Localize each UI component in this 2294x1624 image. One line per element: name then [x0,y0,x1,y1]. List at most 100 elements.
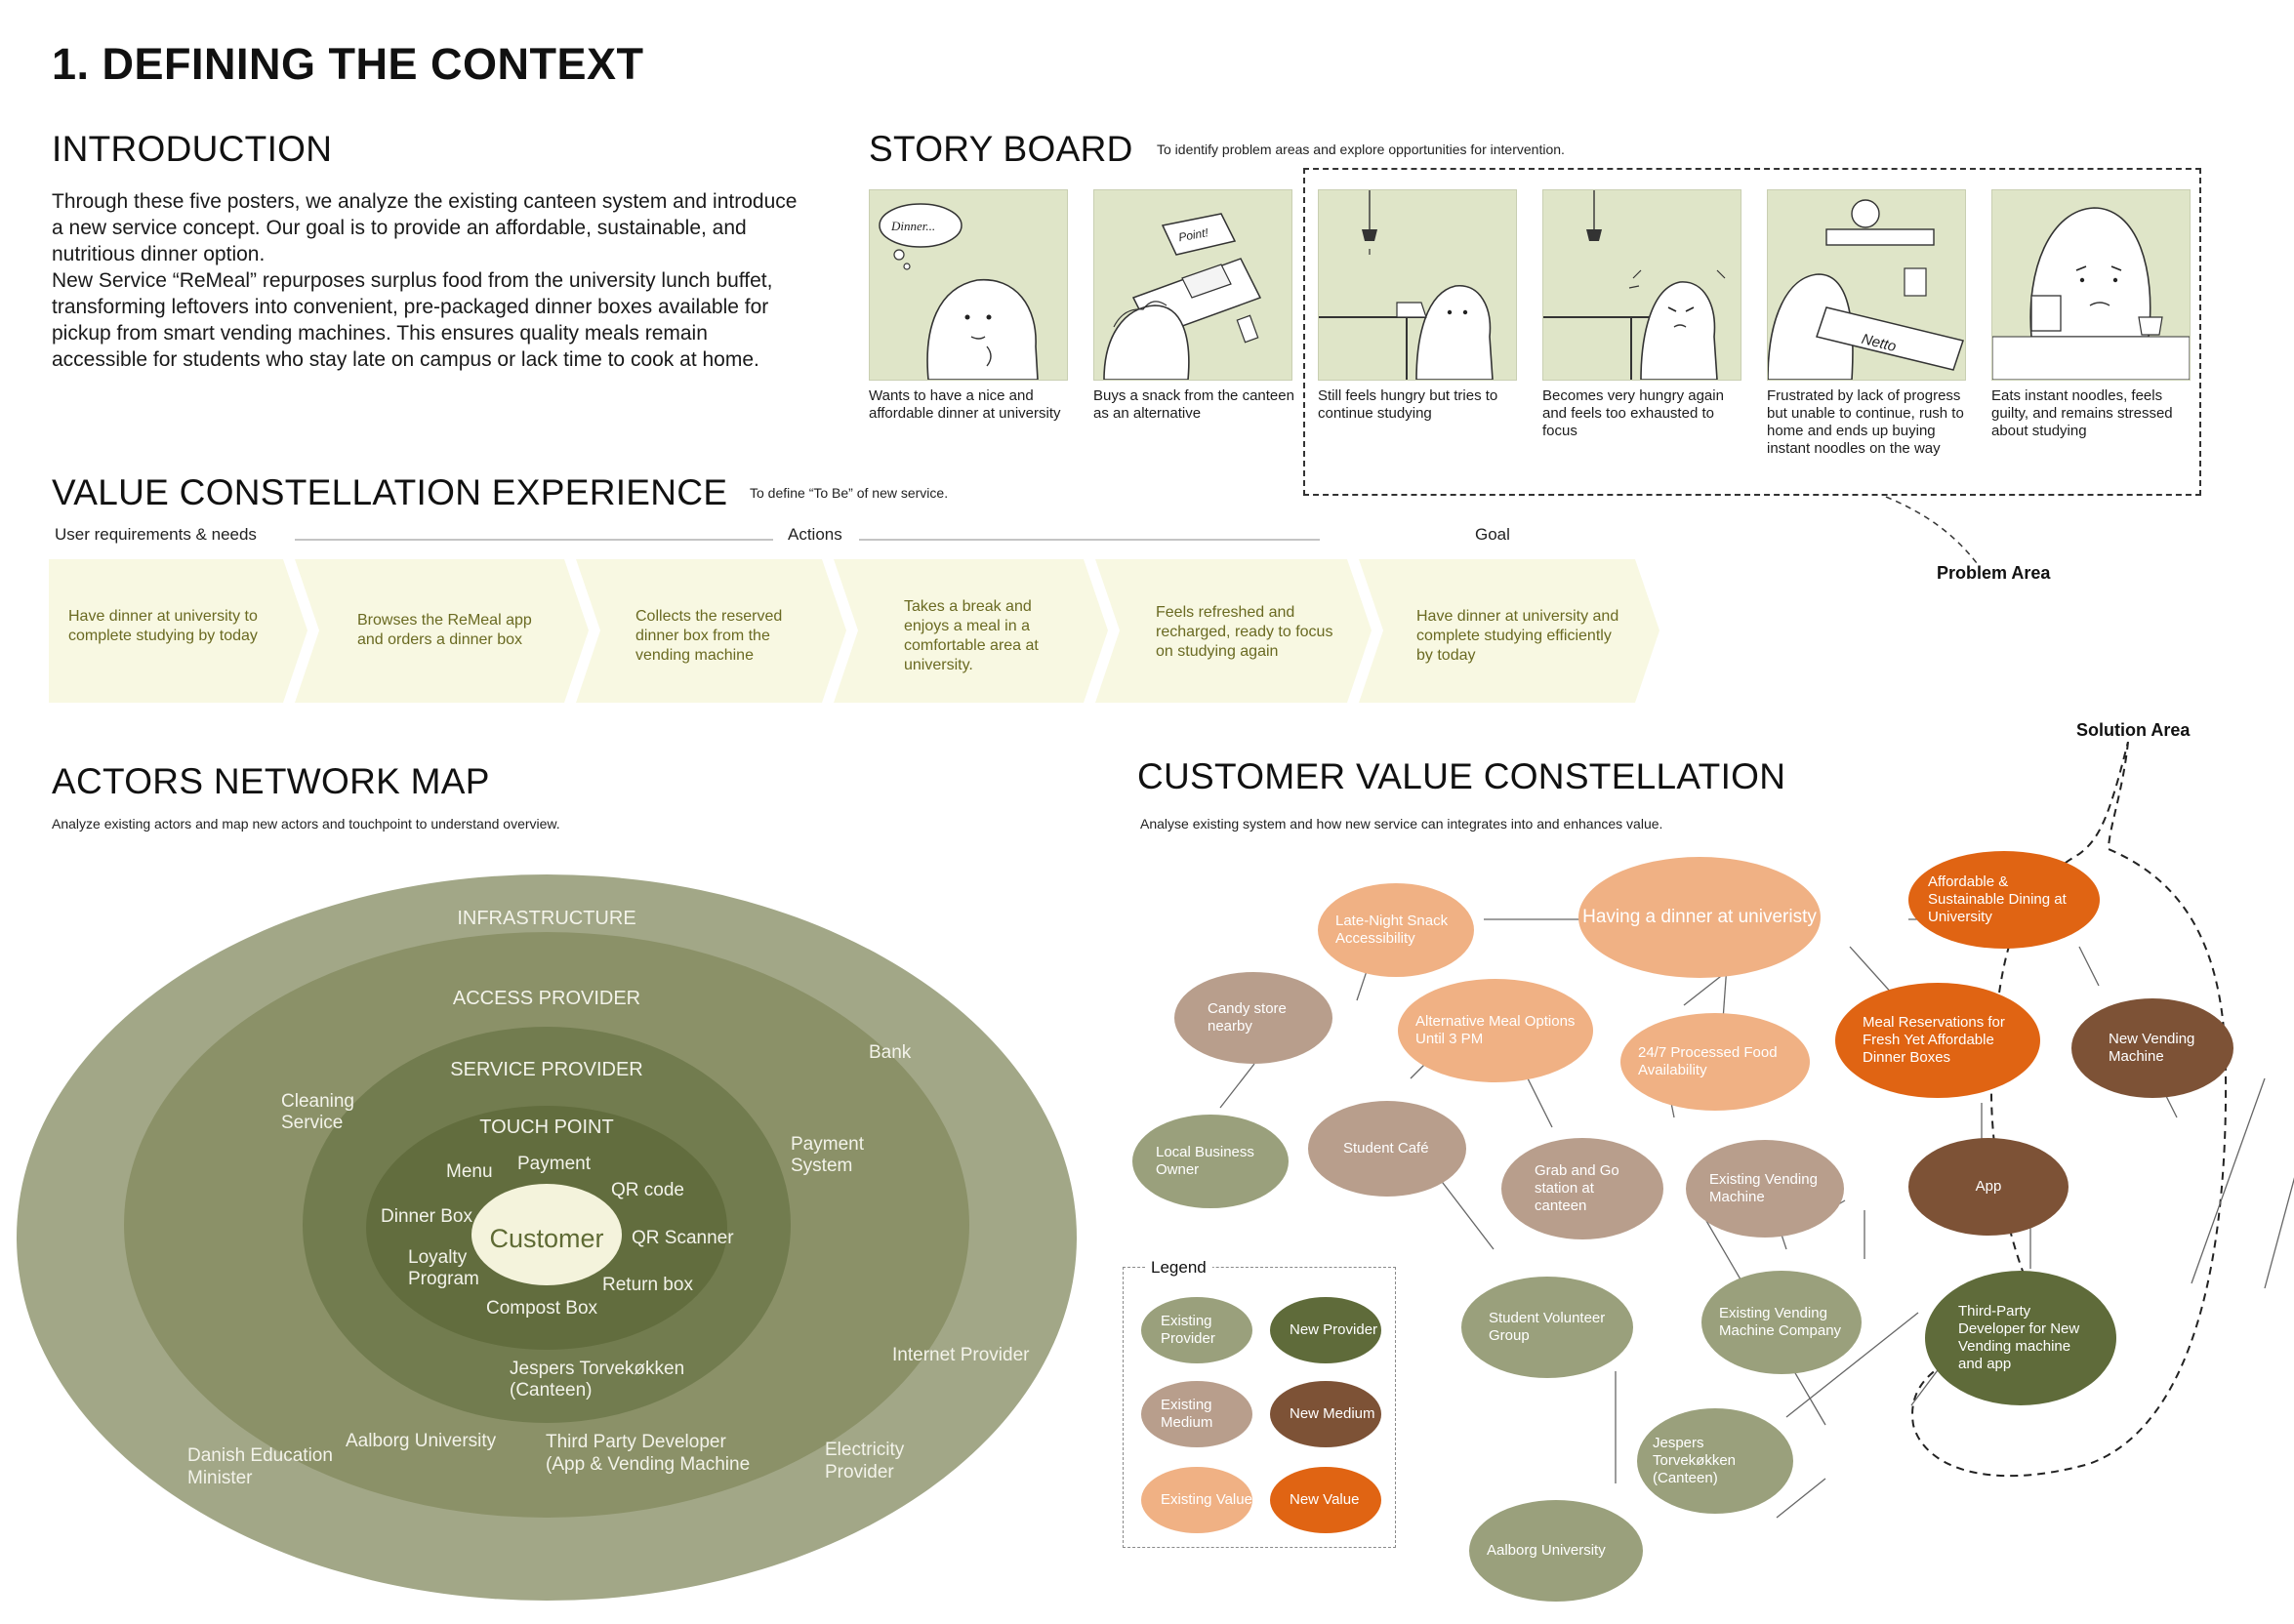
node-having-dinner: Having a dinner at univeristy [1578,857,1821,978]
touchpoint-compost-box: Compost Box [486,1298,598,1319]
touchpoint-payment: Payment [517,1154,591,1174]
actors-map-heading: ACTORS NETWORK MAP [52,761,490,801]
legend-existing-medium: Existing Medium [1141,1381,1252,1447]
customer-center [471,1184,622,1285]
node-app: App [1908,1138,2069,1236]
node-alternative-meal: Alternative Meal Options Until 3 PM [1398,979,1593,1082]
panel-2-sign-text: Point! [1177,225,1209,244]
problem-area-label: Problem Area [1937,563,2051,583]
access-aalborg-university: Aalborg University [346,1431,497,1451]
introduction-paragraph-2: New Service “ReMeal” repurposes surplus … [52,269,773,371]
flow-step-4: Takes a break and enjoys a meal in a com… [904,598,1039,673]
flow-chevron-6 [1359,559,1659,703]
panel-6-illustration [1991,207,2191,381]
flow-chevron-4 [834,559,1108,703]
flow-step-6: Have dinner at university and complete s… [1416,608,1619,664]
node-new-vending-machine: New Vending Machine [2071,998,2233,1098]
node-student-cafe: Student Café [1308,1101,1466,1197]
legend-box: Legend Existing Provider New Provider Ex… [1123,1258,1396,1548]
ring-label-infrastructure: INFRASTRUCTURE [457,908,636,929]
introduction-paragraph-1: Through these five posters, we analyze t… [52,190,798,265]
flow-label-needs: User requirements & needs [55,525,257,544]
node-grab-and-go: Grab and Go station at canteen [1501,1138,1663,1239]
customer-label: Customer [489,1224,604,1253]
storyboard-caption-4: Becomes very hungry again and feels too … [1542,387,1724,439]
storyboard-panel-1: Dinner... [869,189,1068,381]
touchpoint-qr-scanner: QR Scanner [632,1228,734,1248]
problem-area-frame [1303,168,2201,496]
ring-label-service-provider: SERVICE PROVIDER [450,1059,643,1080]
panel-4-illustration [1543,190,1726,381]
infra-education-minister: Danish Education Minister [187,1445,333,1488]
ring-label-access-provider: ACCESS PROVIDER [452,988,641,1009]
customer-value-subtitle: Analyse existing system and how new serv… [1140,816,1663,832]
panel-3-illustration [1319,190,1494,381]
problem-area-connector [1885,496,1978,564]
legend-new-provider: New Provider [1270,1297,1381,1363]
flow-step-3: Collects the reserved dinner box from th… [635,608,783,664]
panel-2-illustration: Point! [1103,213,1262,381]
flow-chevron-2 [295,559,589,703]
node-vending-machine-company: Existing Vending Machine Company [1701,1271,1862,1374]
storyboard-panel-3 [1318,189,1517,381]
ring-label-touch-point: TOUCH POINT [479,1116,614,1138]
flow-chevron-3 [576,559,846,703]
flow-chevrons [49,559,1659,703]
storyboard-caption-6: Eats instant noodles, feels guilty, and … [1991,387,2173,439]
infra-electricity-provider: Electricity Provider [825,1440,905,1482]
touchpoint-qr-code: QR code [611,1180,684,1200]
introduction-heading: INTRODUCTION [52,129,333,169]
node-third-party-developer: Third-Party Developer for New Vending ma… [1925,1271,2116,1405]
touchpoint-menu: Menu [446,1161,493,1182]
flow-step-2: Browses the ReMeal app and orders a dinn… [357,612,532,648]
value-experience-subtitle: To define “To Be” of new service. [750,485,949,501]
flow-label-goal: Goal [1475,525,1510,544]
panel-1-illustration: Dinner... [879,203,1039,381]
storyboard-caption-2: Buys a snack from the canteen as an alte… [1093,387,1294,422]
node-student-volunteer: Student Volunteer Group [1461,1277,1633,1378]
touchpoint-loyalty-program: Loyalty Program [408,1247,479,1289]
node-aalborg-university: Aalborg University [1469,1500,1643,1602]
touchpoint-dinner-box: Dinner Box [381,1206,472,1227]
node-canteen: Jespers Torvekøkken (Canteen) [1637,1408,1793,1514]
flow-label-actions: Actions [788,525,842,544]
storyboard-caption-3: Still feels hungry but tries to continue… [1318,387,1498,422]
solution-area-label: Solution Area [2076,720,2191,740]
flow-step-1: Have dinner at university to complete st… [68,608,258,644]
flow-label-lines [295,539,1320,541]
service-canteen: Jespers Torvekøkken (Canteen) [510,1359,685,1401]
storyboard-caption-1: Wants to have a nice and affordable dinn… [869,387,1061,422]
storyboard-panel-4 [1542,189,1741,381]
storyboard-panel-2: Point! [1093,189,1292,381]
node-local-business: Local Business Owner [1132,1115,1289,1208]
panel-1-bubble-text: Dinner... [890,219,935,233]
legend-new-value: New Value [1270,1467,1381,1533]
flow-chevron-1 [49,559,307,703]
flow-step-5: Feels refreshed and recharged, ready to … [1156,604,1333,660]
storyboard-heading: STORY BOARD [869,129,1133,169]
node-processed-food: 24/7 Processed Food Availability [1620,1013,1810,1111]
storyboard-panel-6 [1991,189,2191,381]
node-affordable-dining: Affordable & Sustainable Dining at Unive… [1908,851,2100,949]
legend-new-medium: New Medium [1270,1381,1381,1447]
customer-value-heading: CUSTOMER VALUE CONSTELLATION [1137,756,1786,796]
introduction-text: Through these five posters, we analyze t… [52,188,803,373]
node-late-night-snack: Late-Night Snack Accessibility [1318,883,1474,977]
service-payment-system: Payment System [791,1134,864,1176]
page-title: 1. DEFINING THE CONTEXT [52,39,644,89]
service-cleaning: Cleaning Service [281,1091,354,1133]
infra-bank: Bank [869,1042,912,1063]
infra-internet-provider: Internet Provider [892,1345,1030,1365]
storyboard-caption-5: Frustrated by lack of progress but unabl… [1767,387,1964,457]
actors-rings [17,874,1077,1601]
node-meal-reservations: Meal Reservations for Fresh Yet Affordab… [1835,983,2040,1098]
actors-map-subtitle: Analyze existing actors and map new acto… [52,816,560,832]
node-existing-vending-machine: Existing Vending Machine [1686,1140,1844,1238]
storyboard-panel-5: Netto [1767,189,1966,381]
panel-5-illustration: Netto [1767,199,1964,381]
legend-existing-provider: Existing Provider [1141,1297,1252,1363]
node-candy-store: Candy store nearby [1174,972,1332,1064]
touchpoint-return-box: Return box [602,1275,693,1295]
flow-chevron-5 [1095,559,1372,703]
access-third-party-developer: Third Party Developer (App & Vending Mac… [546,1432,751,1475]
